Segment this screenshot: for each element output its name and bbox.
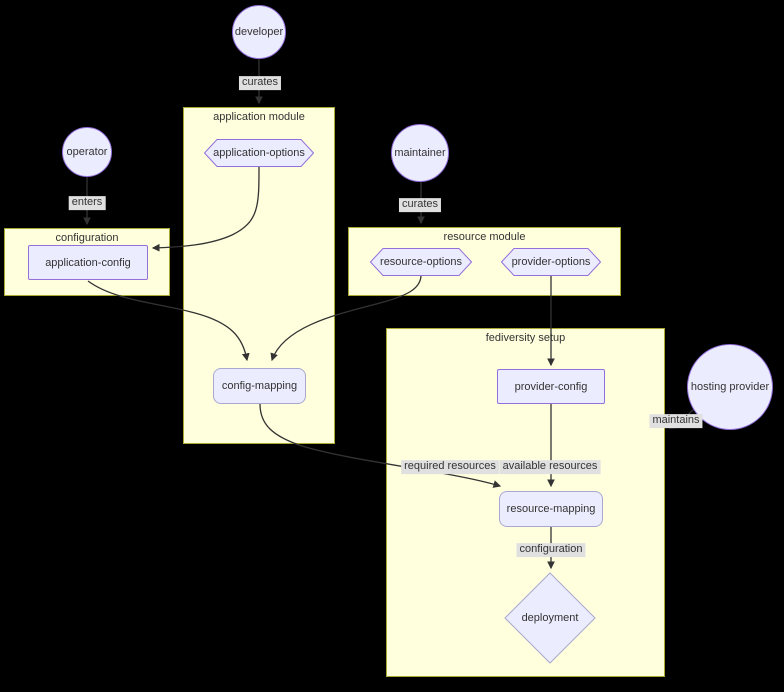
- node-resource-options: resource-options: [370, 248, 472, 276]
- node-config-mapping-label: config-mapping: [221, 380, 298, 392]
- edge-label-maintains: maintains: [649, 414, 703, 428]
- edge-application-config-to-config-mapping: [87, 280, 250, 362]
- edge-config-mapping-to-resource-mapping: [259, 403, 502, 488]
- node-application-config: application-config: [28, 245, 148, 280]
- cluster-title-configuration: configuration: [55, 232, 119, 244]
- node-maintainer: maintainer: [391, 124, 449, 182]
- node-resource-mapping: resource-mapping: [499, 491, 603, 527]
- node-operator-label: operator: [66, 146, 108, 158]
- node-deployment: deployment: [504, 572, 596, 664]
- node-maintainer-label: maintainer: [394, 147, 446, 159]
- edge-resource-options-to-config-mapping: [270, 274, 422, 362]
- edge-label-curates-maintainer: curates: [398, 198, 442, 212]
- cluster-title-application-module: application module: [213, 111, 305, 123]
- node-resource-options-label: resource-options: [380, 256, 462, 268]
- edge-label-required-resources: required resources: [401, 460, 499, 474]
- edge-label-available-resources: available resources: [499, 460, 601, 474]
- node-provider-options: provider-options: [501, 248, 601, 276]
- node-config-mapping: config-mapping: [213, 368, 306, 404]
- hexagon-shape: [204, 139, 314, 167]
- cluster-title-resource-module: resource module: [443, 231, 526, 243]
- hexagon-shape: [501, 248, 601, 276]
- edge-label-curates-developer: curates: [238, 76, 282, 90]
- node-developer: developer: [232, 5, 286, 59]
- node-provider-config-label: provider-config: [514, 380, 588, 393]
- edge-application-options-to-application-config: [151, 166, 260, 252]
- node-application-config-label: application-config: [45, 256, 131, 269]
- edge-label-configuration: configuration: [516, 543, 586, 557]
- node-application-options-label: application-options: [213, 147, 305, 159]
- node-developer-label: developer: [234, 26, 284, 38]
- cluster-title-fediversity-setup: fediversity setup: [485, 332, 566, 344]
- node-provider-options-label: provider-options: [511, 256, 591, 268]
- hexagon-shape: [370, 248, 472, 276]
- node-deployment-label: deployment: [521, 612, 579, 624]
- node-operator: operator: [62, 127, 112, 177]
- node-provider-config: provider-config: [497, 369, 605, 404]
- node-resource-mapping-label: resource-mapping: [506, 503, 596, 515]
- node-hosting-provider-label: hosting provider: [690, 381, 770, 393]
- node-application-options: application-options: [204, 139, 314, 167]
- diamond-shape: [504, 572, 596, 664]
- edge-label-enters: enters: [68, 196, 106, 210]
